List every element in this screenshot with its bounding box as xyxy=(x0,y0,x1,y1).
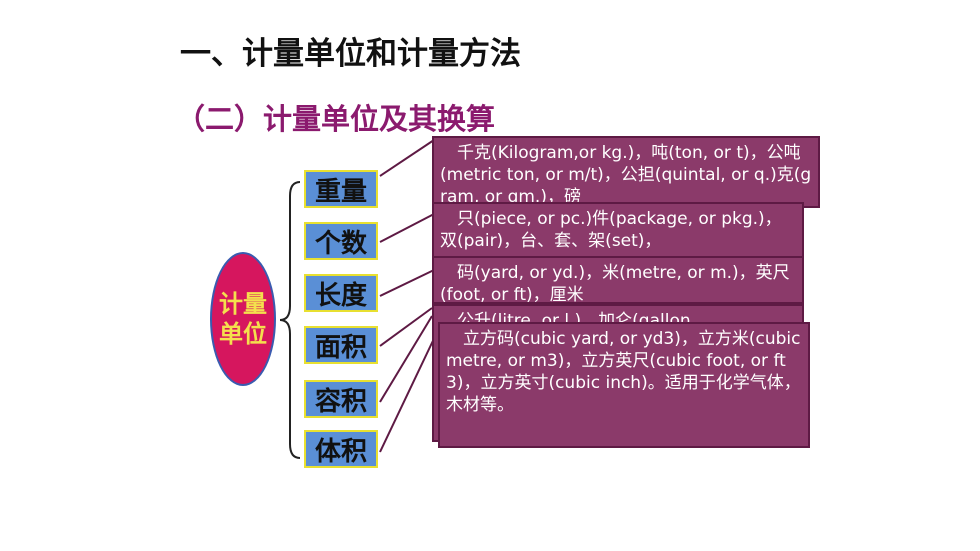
connector-area xyxy=(379,307,433,347)
section-subtitle: （二）计量单位及其换算 xyxy=(176,102,496,136)
connector-capacity xyxy=(379,315,433,403)
connector-weight xyxy=(379,139,435,177)
category-length: 长度 xyxy=(304,274,378,312)
desc-card-count: 只(piece, or pc.)件(package, or pkg.)，双(pa… xyxy=(432,202,804,258)
desc-length: 码(yard, or yd.)，米(metre, or m.)，英尺(foot,… xyxy=(440,263,790,304)
connector-length xyxy=(379,269,435,297)
desc-volume: 立方码(cubic yard, or yd3)，立方米(cubic metre,… xyxy=(446,329,801,415)
category-capacity: 容积 xyxy=(304,380,378,418)
desc-card-weight: 千克(Kilogram,or kg.)，吨(ton, or t)，公吨(metr… xyxy=(432,136,820,208)
desc-count: 只(piece, or pc.)件(package, or pkg.)，双(pa… xyxy=(440,209,782,251)
category-area: 面积 xyxy=(304,326,378,364)
connector-volume xyxy=(379,325,441,453)
category-count: 个数 xyxy=(304,222,378,260)
connector-count xyxy=(379,213,435,243)
category-weight: 重量 xyxy=(304,170,378,208)
center-label: 计量单位 xyxy=(219,290,267,348)
desc-card-length: 码(yard, or yd.)，米(metre, or m.)，英尺(foot,… xyxy=(432,256,804,304)
category-volume: 体积 xyxy=(304,430,378,468)
brace xyxy=(279,181,301,459)
page-title: 一、计量单位和计量方法 xyxy=(180,36,521,72)
desc-weight: 千克(Kilogram,or kg.)，吨(ton, or t)，公吨(metr… xyxy=(440,143,812,207)
desc-card-volume: 立方码(cubic yard, or yd3)，立方米(cubic metre,… xyxy=(438,322,810,448)
center-ellipse: 计量单位 xyxy=(210,252,276,386)
